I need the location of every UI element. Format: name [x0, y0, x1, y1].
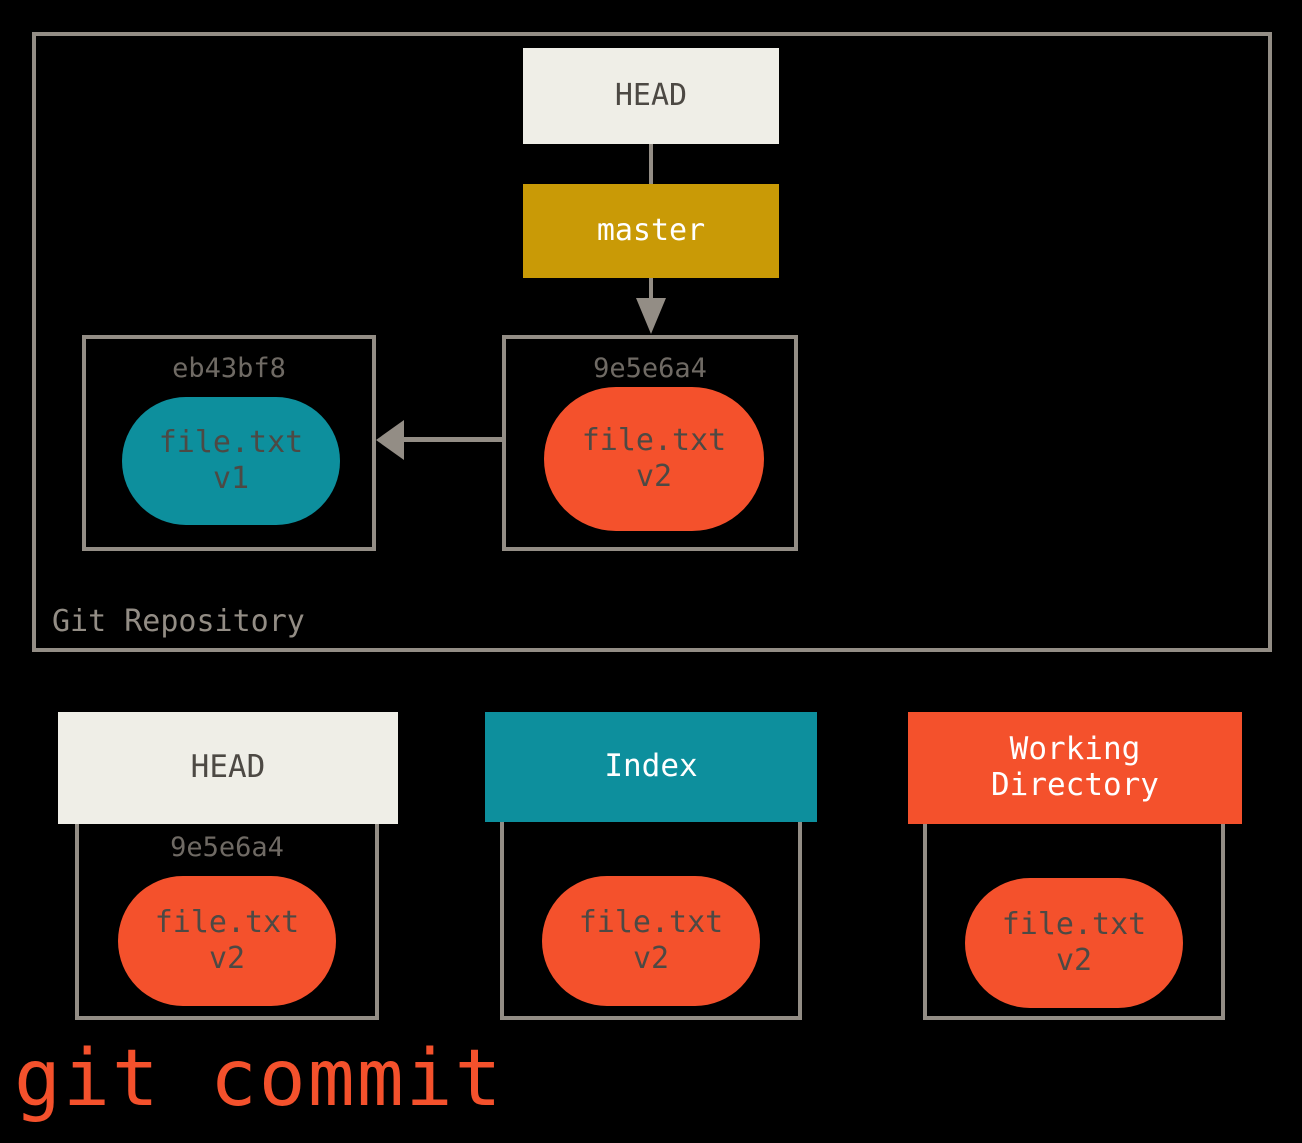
- area-body-head: 9e5e6a4 file.txt v2: [75, 824, 379, 1020]
- git-repository-frame: [32, 32, 1272, 652]
- commit-parent-arrow-line: [400, 437, 502, 442]
- blob-version: v2: [1055, 943, 1093, 978]
- area-body-working-directory: file.txt v2: [923, 824, 1225, 1020]
- commit-parent-arrow-head: [376, 420, 404, 460]
- area-header-working-directory: Working Directory: [908, 712, 1242, 824]
- blob-version: v1: [212, 461, 250, 496]
- master-to-commit-arrow-line: [649, 278, 653, 308]
- command-caption: git commit: [14, 1034, 504, 1124]
- blob-filename: file.txt: [578, 905, 724, 940]
- area-header-index: Index: [485, 712, 817, 822]
- area-body-index: file.txt v2: [500, 822, 802, 1020]
- blob-parent: file.txt v1: [122, 397, 340, 525]
- head-to-master-connector: [649, 144, 653, 184]
- blob-filename: file.txt: [581, 423, 727, 458]
- repo-head-box: HEAD: [523, 48, 779, 144]
- master-to-commit-arrow-head: [636, 298, 666, 334]
- area-hash-head: 9e5e6a4: [170, 832, 284, 863]
- blob-current: file.txt v2: [544, 387, 764, 531]
- area-blob-head: file.txt v2: [118, 876, 336, 1006]
- blob-filename: file.txt: [158, 425, 304, 460]
- commit-box-parent: eb43bf8 file.txt v1: [82, 335, 376, 551]
- blob-version: v2: [635, 459, 673, 494]
- blob-filename: file.txt: [1001, 907, 1147, 942]
- repo-master-branch-box: master: [523, 184, 779, 278]
- commit-hash-current: 9e5e6a4: [593, 353, 707, 384]
- commit-box-current: 9e5e6a4 file.txt v2: [502, 335, 798, 551]
- commit-hash-parent: eb43bf8: [172, 353, 286, 384]
- blob-version: v2: [632, 941, 670, 976]
- blob-filename: file.txt: [154, 905, 300, 940]
- git-repository-label: Git Repository: [52, 604, 305, 639]
- area-header-head: HEAD: [58, 712, 398, 824]
- blob-version: v2: [208, 941, 246, 976]
- area-blob-index: file.txt v2: [542, 876, 760, 1006]
- area-blob-working-directory: file.txt v2: [965, 878, 1183, 1008]
